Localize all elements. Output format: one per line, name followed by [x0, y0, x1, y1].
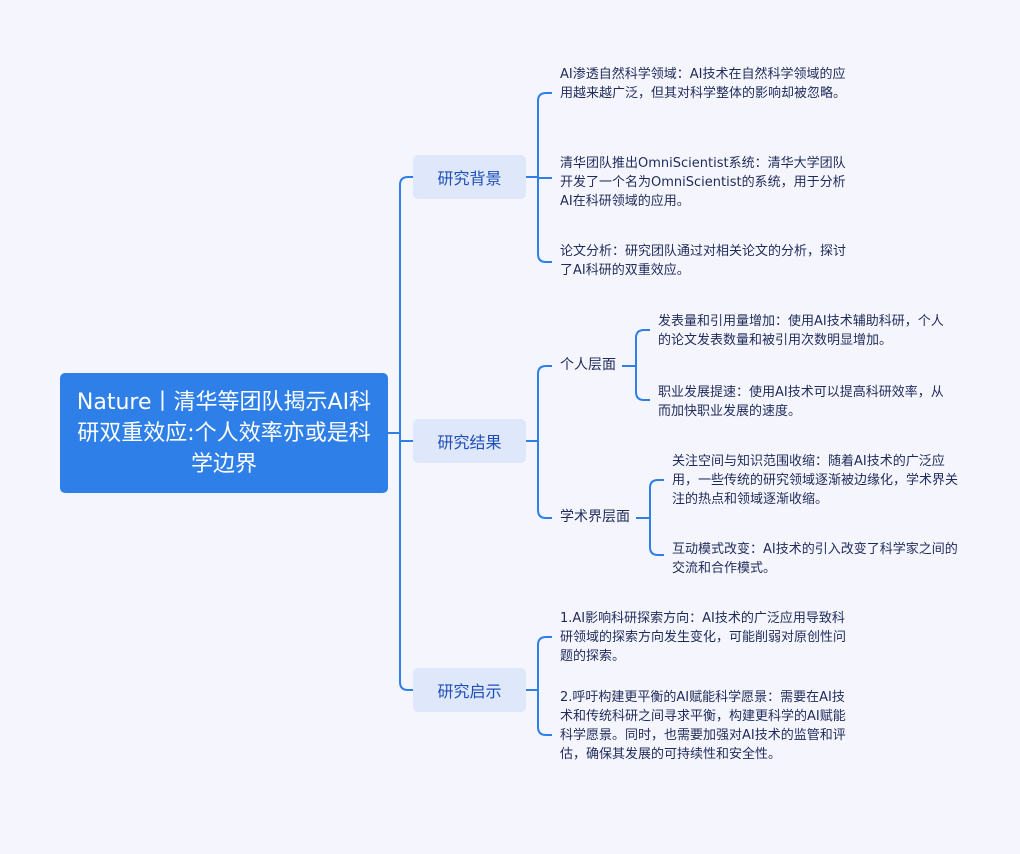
node-research-background[interactable]: 研究背景	[413, 155, 526, 199]
node-academic-level[interactable]: 学术界层面	[560, 509, 630, 525]
node-label: 研究启示	[437, 682, 502, 701]
leaf-node[interactable]: 清华团队推出OmniScientist系统：清华大学团队开发了一个名为OmniS…	[560, 156, 846, 209]
leaf-node[interactable]: AI渗透自然科学领域：AI技术在自然科学领域的应用越来越广泛，但其对科学整体的影…	[560, 67, 847, 101]
leaf-node[interactable]: 发表量和引用量增加：使用AI技术辅助科研，个人的论文发表数量和被引用次数明显增加…	[658, 314, 944, 348]
leaf-node[interactable]: 职业发展提速：使用AI技术可以提高科研效率，从而加快职业发展的速度。	[658, 385, 944, 419]
leaf-node[interactable]: 互动模式改变：AI技术的引入改变了科学家之间的交流和合作模式。	[672, 542, 958, 576]
root-node[interactable]: Nature丨清华等团队揭示AI科研双重效应:个人效率亦或是科学边界	[60, 373, 388, 493]
root-title: Nature丨清华等团队揭示AI科研双重效应:个人效率亦或是科学边界	[76, 389, 372, 477]
node-research-results[interactable]: 研究结果	[413, 419, 526, 463]
node-research-implications[interactable]: 研究启示	[413, 668, 526, 712]
node-label: 研究结果	[437, 433, 502, 452]
leaf-node[interactable]: 论文分析：研究团队通过对相关论文的分析，探讨了AI科研的双重效应。	[560, 244, 847, 278]
leaf-node[interactable]: 1.AI影响科研探索方向：AI技术的广泛应用导致科研领域的探索方向发生变化，可能…	[560, 611, 847, 664]
leaf-node[interactable]: 2.呼吁构建更平衡的AI赋能科学愿景：需要在AI技术和传统科研之间寻求平衡，构建…	[560, 690, 846, 762]
node-individual-level[interactable]: 个人层面	[560, 357, 616, 373]
node-label: 研究背景	[437, 169, 502, 188]
leaf-node[interactable]: 关注空间与知识范围收缩：随着AI技术的广泛应用，一些传统的研究领域逐渐被边缘化，…	[672, 454, 959, 507]
